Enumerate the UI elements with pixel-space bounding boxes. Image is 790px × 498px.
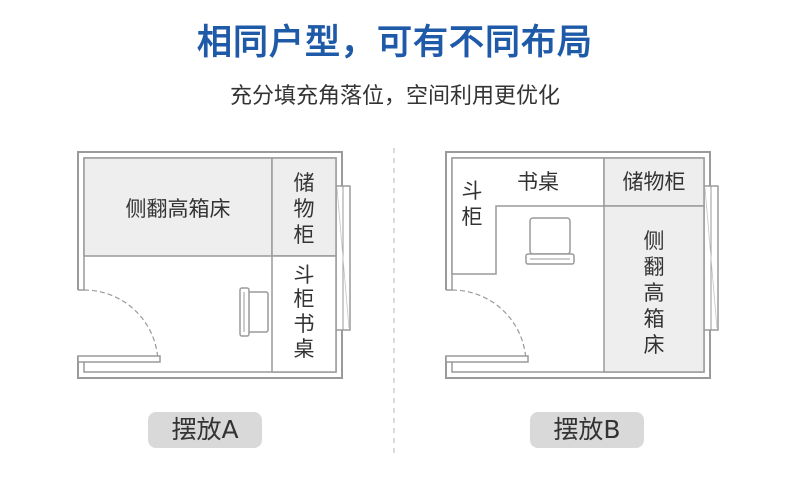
door-a — [77, 289, 161, 363]
layout-a-caption: 摆放A — [148, 412, 262, 448]
cabinet-desk-label-a-3: 书 — [294, 312, 315, 336]
door-b — [445, 289, 529, 363]
layout-a-plan: 侧翻高箱床 储 物 柜 斗 柜 书 桌 — [77, 151, 351, 379]
bed-area-b — [603, 205, 705, 373]
room-b-window — [703, 185, 719, 331]
bed-area-a — [83, 157, 273, 257]
layout-b-caption: 摆放B — [530, 412, 644, 448]
storage-label-a-1: 储 — [294, 171, 315, 195]
bed-label-b-2: 翻 — [644, 255, 665, 279]
cabinet-desk-label-a-4: 桌 — [294, 337, 315, 361]
storage-label-a-2: 物 — [294, 197, 315, 221]
room-a-window — [335, 185, 351, 331]
page-subtitle: 充分填充角落位，空间利用更优化 — [229, 84, 560, 109]
page-title: 相同户型，可有不同布局 — [196, 23, 593, 63]
layout-b-plan: 书桌 斗 柜 储物柜 侧 翻 高 箱 床 — [445, 151, 719, 379]
bed-label-b-4: 箱 — [644, 307, 665, 331]
desk-label-b: 书桌 — [517, 170, 559, 194]
cabinet-desk-label-a-1: 斗 — [294, 263, 315, 287]
cabinet-label-b-2: 柜 — [462, 205, 483, 229]
storage-label-a-3: 柜 — [294, 223, 315, 247]
cabinet-desk-label-a-2: 柜 — [294, 287, 315, 311]
chair-icon-b — [525, 217, 575, 265]
cabinet-label-b-1: 斗 — [462, 179, 483, 203]
chair-icon-a — [239, 287, 269, 337]
storage-label-b: 储物柜 — [623, 170, 686, 194]
cabinet-desk-area-a — [271, 255, 337, 373]
bed-label-a: 侧翻高箱床 — [126, 197, 231, 221]
storage-area-a — [271, 157, 337, 257]
bed-label-b-3: 高 — [644, 281, 665, 305]
bed-label-b-1: 侧 — [644, 229, 665, 253]
bed-label-b-5: 床 — [644, 333, 665, 357]
